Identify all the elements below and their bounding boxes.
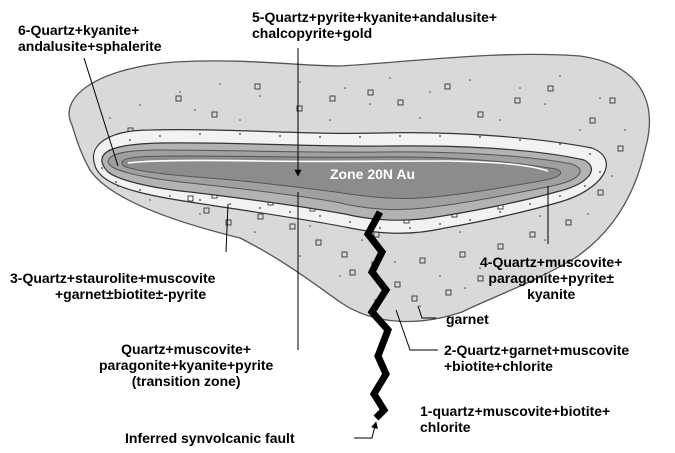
zone2-label: 2-Quartz+garnet+muscovite +biotite+chlor… (444, 342, 629, 374)
zone-20n-au-label: Zone 20N Au (330, 166, 415, 182)
zone6-label: 6-Quartz+kyanite+ andalusite+sphalerite (18, 22, 162, 54)
zone3-label: 3-Quartz+staurolite+muscovite +garnet±bi… (10, 270, 215, 302)
zone4-label: 4-Quartz+muscovite+ paragonite+pyrite± k… (480, 254, 622, 302)
transition-zone-label: Quartz+muscovite+ paragonite+kyanite+pyr… (99, 341, 273, 389)
zone5-label: 5-Quartz+pyrite+kyanite+andalusite+ chal… (252, 9, 497, 41)
fault-leader (354, 422, 376, 438)
fault-label: Inferred synvolcanic fault (125, 430, 295, 446)
garnet-label: garnet (446, 311, 489, 327)
zone1-label: 1-quartz+muscovite+biotite+ chlorite (420, 403, 610, 435)
